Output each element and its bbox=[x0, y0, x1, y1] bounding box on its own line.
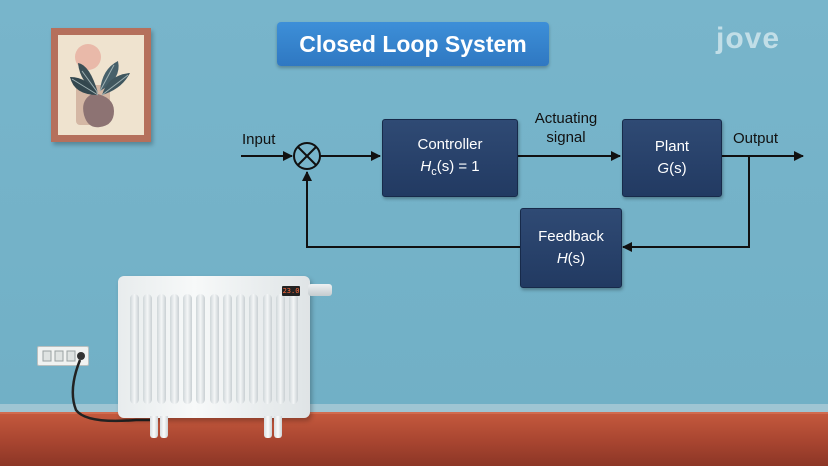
summing-junction bbox=[293, 142, 321, 170]
radiator-fins bbox=[130, 294, 298, 404]
radiator-valve bbox=[308, 284, 332, 296]
radiator-leg-right-2 bbox=[274, 416, 282, 438]
feedback-return-arrow bbox=[302, 171, 520, 248]
feedback-name: Feedback bbox=[538, 228, 604, 245]
radiator: 23.0 bbox=[118, 276, 310, 418]
output-label: Output bbox=[733, 130, 779, 147]
framed-artwork bbox=[58, 35, 144, 135]
wall-outlet bbox=[37, 346, 89, 366]
jove-logo: jove bbox=[716, 22, 781, 55]
plant-vase-illustration bbox=[70, 44, 130, 128]
page-title: Closed Loop System bbox=[277, 22, 549, 66]
feedback-transfer-function: H(s) bbox=[556, 250, 586, 267]
picture-frame bbox=[51, 28, 151, 142]
controller-block: Controller Hc(s) = 1 bbox=[382, 119, 518, 197]
plant-transfer-function: G(s) bbox=[657, 160, 687, 177]
plant-block: Plant G(s) bbox=[622, 119, 722, 197]
radiator-temperature-display: 23.0 bbox=[282, 286, 300, 296]
input-label: Input bbox=[242, 131, 276, 148]
baseboard bbox=[0, 404, 828, 412]
feedback-block: Feedback H(s) bbox=[520, 208, 622, 288]
feedback-branch-line bbox=[622, 156, 750, 252]
controller-transfer-function: Hc(s) = 1 bbox=[420, 157, 480, 178]
radiator-leg-right bbox=[264, 416, 272, 438]
controller-name: Controller bbox=[417, 135, 483, 153]
actuating-signal-label: Actuating signal bbox=[534, 110, 598, 146]
radiator-leg-left bbox=[150, 416, 158, 438]
radiator-leg-left-2 bbox=[160, 416, 168, 438]
plant-name: Plant bbox=[654, 138, 690, 155]
